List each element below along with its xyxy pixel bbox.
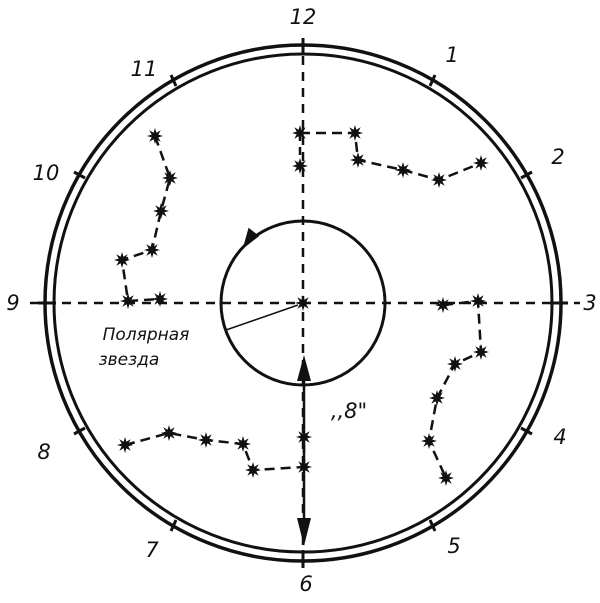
big-dipper-9-oclock <box>120 135 172 303</box>
star-9-icon-7 <box>152 291 168 307</box>
star-9-icon-4 <box>144 242 160 258</box>
polaris-label-line2: звезда <box>99 350 160 370</box>
star-9-icon-6 <box>120 293 136 309</box>
star-6-icon-3 <box>198 432 214 448</box>
big-dipper-3-oclock <box>427 299 483 479</box>
hour-label-5: 5 <box>447 534 460 558</box>
star-9-icon-3 <box>153 203 169 219</box>
hour-label-2: 2 <box>551 145 564 169</box>
star-9-icon-5 <box>114 252 130 268</box>
star-3-icon-3 <box>473 344 489 360</box>
star-12-icon-2 <box>292 158 308 174</box>
stars-layer <box>114 125 489 486</box>
hour-label-1: 1 <box>445 43 458 67</box>
hour-label-4: 4 <box>553 425 566 449</box>
arrow-down-icon <box>297 518 311 546</box>
hour-label-3: 3 <box>583 291 596 315</box>
star-12-icon-4 <box>350 152 366 168</box>
polaris-pointer-line <box>225 304 299 331</box>
star-3-icon-2 <box>470 293 486 309</box>
star-6-icon-7 <box>296 429 312 445</box>
star-3-icon-6 <box>421 433 437 449</box>
star-6-icon-6 <box>296 459 312 475</box>
hour-label-7: 7 <box>145 538 159 562</box>
hour-label-8: 8 <box>37 440 50 464</box>
star-6-icon-4 <box>235 436 251 452</box>
star-3-icon-4 <box>447 356 463 372</box>
hour-ticks <box>38 38 568 568</box>
hour-label-9: 9 <box>6 291 19 315</box>
star-3-icon-5 <box>429 390 445 406</box>
star-6-icon-2 <box>161 425 177 441</box>
rotation-arrow-icon <box>242 227 260 250</box>
star-12-icon-5 <box>395 162 411 178</box>
star-9-icon-1 <box>147 128 163 144</box>
star-12-icon-1 <box>292 125 308 141</box>
star-12-icon-6 <box>431 172 447 188</box>
polaris-icon-1 <box>295 295 311 311</box>
arrow-up-icon <box>297 355 311 381</box>
star-12-icon-3 <box>347 125 363 141</box>
big-dipper-6-oclock <box>124 431 306 472</box>
hour-label-10: 10 <box>33 161 60 185</box>
polaris-label-line1: Полярная <box>103 325 190 345</box>
star-6-icon-5 <box>245 462 261 478</box>
star-9-icon-2 <box>162 170 178 186</box>
star-3-icon-1 <box>435 297 451 313</box>
star-6-icon-1 <box>117 437 133 453</box>
big-dipper-12-oclock <box>298 131 482 182</box>
hour-label-12: 12 <box>290 5 317 29</box>
hour-label-6: 6 <box>299 572 312 596</box>
star-3-icon-7 <box>438 470 454 486</box>
star-12-icon-7 <box>473 155 489 171</box>
eight-label: ,,8" <box>331 399 367 423</box>
hour-label-11: 11 <box>131 57 158 81</box>
